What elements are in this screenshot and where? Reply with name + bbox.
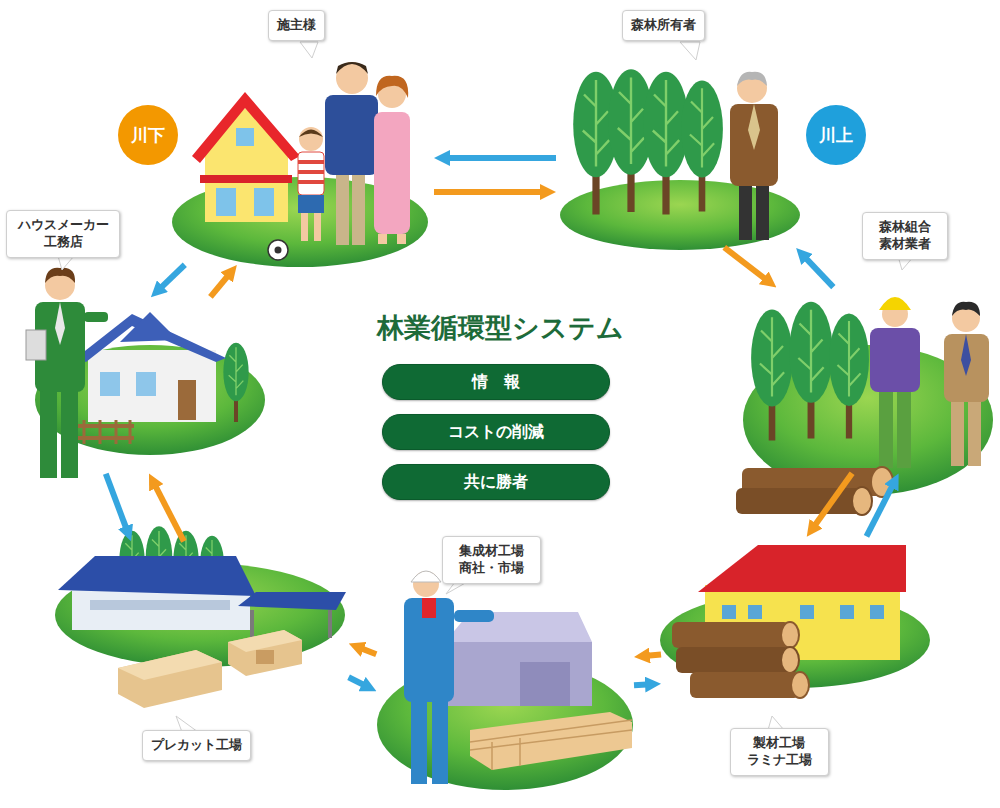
laminate-factory [404,571,632,784]
callout-label: 森林組合 素材業者 [862,212,948,260]
forest-owner [573,69,778,240]
callout-label: ハウスメーカー 工務店 [6,210,120,258]
stream-badge: 川上 [806,105,866,165]
forest-workers [736,297,989,515]
flow-arrow [866,482,894,536]
sawmill [672,545,906,698]
flow-arrow [358,647,376,654]
callout-label: 森林所有者 [622,10,705,41]
callout-tail [58,42,914,732]
scene-area: 集成材工場 商社・市場 [380,600,630,790]
node-label: 共に勝者 [464,472,528,493]
flow-arrow [158,265,185,291]
callout-label: 施主様 [268,10,325,41]
scene-area: 森林所有者 [560,55,800,245]
family-house [192,62,410,260]
scene-area: 施主様 [180,55,430,262]
flow-arrow [349,677,368,686]
callout-label: プレカット工場 [142,730,251,761]
callout-label: 集成材工場 商社・市場 [442,536,541,584]
flow-arrow [210,273,230,297]
flow-arrow [434,189,546,195]
flow-arrow [644,654,661,656]
node-label: コストの削減 [448,422,544,443]
node-label: 川上 [819,124,853,147]
flow-arrow [813,473,853,528]
keyword-pill: コストの削減 [382,414,610,450]
flow-arrow [634,681,651,688]
flow-arrow [803,255,833,287]
flow-arrow [724,247,768,281]
scene-area: 製材工場 ラミナ工場 [665,540,930,700]
node-label: 川下 [131,124,165,147]
scene-area: プレカット工場 [55,545,345,690]
node-label: 情 報 [472,372,520,393]
keyword-pill: 共に勝者 [382,464,610,500]
diagram-title: 林業循環型システム [0,310,1000,346]
callout-label: 製材工場 ラミナ工場 [730,728,829,776]
stream-badge: 川下 [118,105,178,165]
scene-area: ハウスメーカー 工務店 [15,300,260,470]
flow-arrow [154,482,184,541]
scene-area: 森林組合 素材業者 [745,290,995,470]
flow-arrow [444,155,556,161]
house-maker [26,268,249,478]
precut-factory [58,526,346,708]
flow-arrow [106,474,128,532]
keyword-pill: 情 報 [382,364,610,400]
